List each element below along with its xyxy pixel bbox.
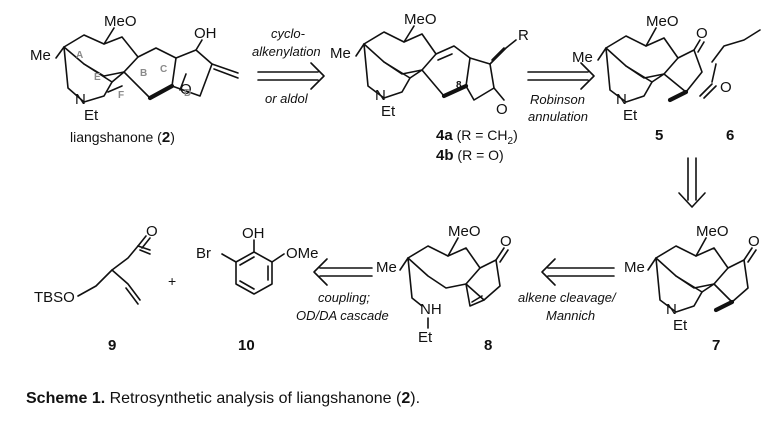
arrow2-text-line1: Robinson (530, 92, 585, 107)
c7-number: 7 (712, 337, 720, 354)
c8-number: 8 (484, 337, 492, 354)
c8-ethyl-label: Et (418, 329, 433, 346)
c9-aldehyde-o: O (146, 223, 158, 240)
c7-ethyl-label: Et (673, 317, 688, 334)
c4-ethyl-label: Et (381, 103, 396, 120)
compound-7-structure: MeO Me O N Et (624, 223, 760, 334)
arrow1-text-line3: or aldol (265, 91, 309, 106)
retro-arrow-3 (678, 157, 706, 208)
arrow4-text-line1: alkene cleavage/ (518, 290, 617, 305)
c2-oh-label: OH (194, 25, 217, 42)
retro-arrow-2 (527, 62, 595, 90)
arrow1-text-line2: alkenylation (252, 44, 321, 59)
c5-methyl-label: Me (572, 49, 593, 66)
c4a-number: 4a (436, 127, 453, 144)
ring-label-c: C (160, 64, 167, 75)
c4-locant-8: 8 (456, 80, 462, 91)
c10-ome-label: OMe (286, 245, 319, 262)
caption-text: Retrosynthetic analysis of liangshanone … (105, 390, 402, 407)
c4b-number: 4b (436, 147, 454, 164)
arrow5-text-line1: coupling; (318, 290, 370, 305)
c4a-label: 4a (R = CH2) (436, 127, 518, 147)
ring-label-b: B (140, 68, 147, 79)
c7-methyl-label: Me (624, 259, 645, 276)
c2-ethyl-label: Et (84, 107, 99, 124)
c8-methoxy-label: MeO (448, 223, 481, 240)
retro-arrow-4 (541, 258, 615, 286)
ring-label-f: F (118, 90, 124, 101)
compound-8-structure: MeO Me O NH Et (376, 223, 512, 346)
c8-ketone-o: O (500, 233, 512, 250)
c2-name-label: liangshanone (2) (70, 129, 175, 146)
ring-label-d: D (184, 88, 191, 99)
compound-10-structure: OH Br OMe (196, 225, 319, 295)
c9-number: 9 (108, 337, 116, 354)
retro-arrow-1 (257, 62, 325, 90)
c4-r-label: R (518, 27, 529, 44)
scheme-caption: Scheme 1. Retrosynthetic analysis of lia… (26, 390, 420, 408)
c5-nitrogen-label: N (616, 91, 627, 108)
arrow5-text-line2: OD/DA cascade (296, 308, 389, 323)
c8-methyl-label: Me (376, 259, 397, 276)
retro-arrow-5 (313, 258, 373, 286)
c4b-label: 4b (R = O) (436, 147, 504, 164)
c2-methyl-label: Me (30, 47, 51, 64)
c6-ketone-o: O (720, 79, 732, 96)
arrow1-text-line1: cyclo- (271, 26, 306, 41)
c2-methoxy-label: MeO (104, 13, 137, 30)
caption-suffix: ). (410, 390, 421, 407)
compound-4-structure: MeO Me O 8 R N Et (330, 11, 529, 120)
c4b-desc: (R = O) (454, 147, 504, 163)
c2-number: 2 (162, 129, 170, 146)
plus-sign: + (168, 273, 176, 289)
c4-nitrogen-label: N (375, 87, 386, 104)
c5-methoxy-label: MeO (646, 13, 679, 30)
c4a-subscript: 2 (508, 136, 514, 147)
c2-nitrogen-label: N (75, 91, 86, 108)
compound-9-structure: O TBSO (34, 223, 158, 306)
compound-2-structure: MeO Me OH O N Et A B C D E F (30, 13, 239, 124)
ring-label-e: E (94, 72, 101, 83)
c2-ketone-o: O (180, 81, 192, 98)
compound-5-structure: MeO Me O N Et (572, 13, 708, 124)
c10-oh-label: OH (242, 225, 265, 242)
c6-number: 6 (726, 127, 734, 144)
compound-6-structure: O (699, 29, 761, 99)
arrow2-text-line2: annulation (528, 109, 588, 124)
c10-br-label: Br (196, 245, 211, 262)
c10-number: 10 (238, 337, 255, 354)
caption-number: 2 (401, 390, 411, 407)
c8-nh-label: NH (420, 301, 442, 318)
c4-methyl-label: Me (330, 45, 351, 62)
c9-tbso-label: TBSO (34, 289, 75, 306)
c4a-close: ) (513, 127, 518, 143)
c2-name-close: ) (170, 129, 175, 145)
c7-ketone-o: O (748, 233, 760, 250)
arrow4-text-line2: Mannich (546, 308, 595, 323)
c4-methoxy-label: MeO (404, 11, 437, 28)
ring-label-a: A (76, 50, 83, 61)
c7-methoxy-label: MeO (696, 223, 729, 240)
c4-ketone-o: O (496, 101, 508, 118)
c7-nitrogen-label: N (666, 301, 677, 318)
c4a-desc: (R = CH (453, 127, 508, 143)
caption-prefix: Scheme 1. (26, 390, 106, 407)
c5-number: 5 (655, 127, 663, 144)
c5-ethyl-label: Et (623, 107, 638, 124)
c2-name-text: liangshanone ( (70, 129, 162, 145)
c5-ketone-o: O (696, 25, 708, 42)
